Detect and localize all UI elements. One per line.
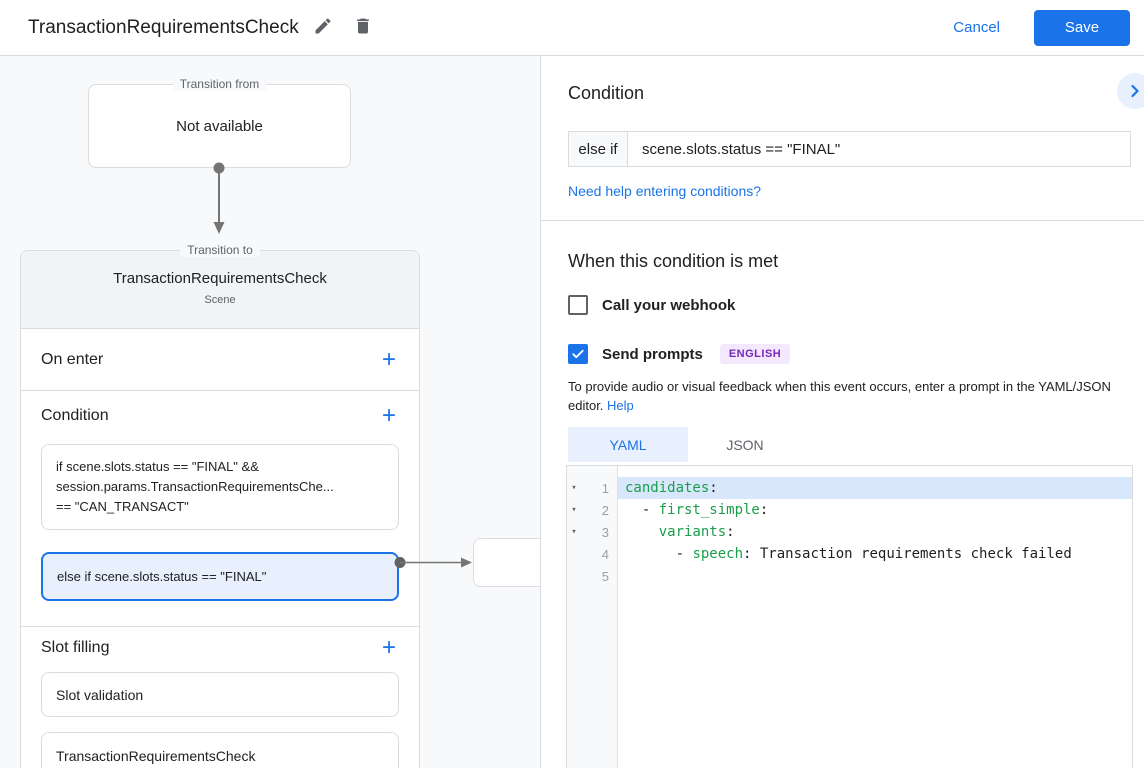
prompt-help-link[interactable]: Help <box>607 398 634 413</box>
editor-code-area[interactable]: candidates: - first_simple: variants: - … <box>618 466 1132 768</box>
scene-card-header: TransactionRequirementsCheck Scene <box>21 251 419 329</box>
line-number: 2 <box>601 502 609 518</box>
condition-prefix: else if <box>568 131 628 167</box>
webhook-label: Call your webhook <box>602 296 736 314</box>
page-title: TransactionRequirementsCheck <box>28 16 299 38</box>
condition-item-2-selected[interactable]: else if scene.slots.status == "FINAL" <box>41 552 399 601</box>
cancel-button[interactable]: Cancel <box>953 19 1000 36</box>
when-met-title: When this condition is met <box>568 251 779 271</box>
send-prompts-option-row: Send prompts ENGLISH <box>568 344 791 364</box>
language-badge: ENGLISH <box>719 344 791 364</box>
slot-trc-item[interactable]: TransactionRequirementsCheck <box>41 732 399 768</box>
condition-1-line-2: session.params.TransactionRequirementsCh… <box>56 479 334 494</box>
transition-arrow-down <box>213 162 225 234</box>
transition-to-card: Transition to TransactionRequirementsChe… <box>20 243 420 768</box>
condition-section-label: Condition <box>41 407 109 424</box>
transition-from-box: Transition from Not available <box>88 77 351 168</box>
scene-diagram-panel: Transition from Not available Transition… <box>0 56 540 768</box>
section-divider <box>541 220 1144 221</box>
yaml-code-editor[interactable]: ▾ 1 ▾ 2 ▾ 3 4 5 <box>566 465 1133 768</box>
condition-1-line-3: == "CAN_TRANSACT" <box>56 499 189 514</box>
condition-1-line-1: if scene.slots.status == "FINAL" && <box>56 459 259 474</box>
slot-validation-item[interactable]: Slot validation <box>41 672 399 717</box>
condition-2-text: else if scene.slots.status == "FINAL" <box>57 568 267 584</box>
tab-json[interactable]: JSON <box>726 436 764 453</box>
condition-section: Condition + if scene.slots.status == "FI… <box>21 391 419 627</box>
add-condition-button[interactable]: + <box>379 404 399 428</box>
add-on-enter-button[interactable]: + <box>379 347 399 371</box>
code-line-1: candidates: <box>618 477 1132 499</box>
code-line-3: variants: <box>658 524 735 540</box>
transition-from-label: Transition from <box>172 77 267 91</box>
collapse-panel-button[interactable] <box>1117 73 1144 109</box>
fold-arrow-icon[interactable]: ▾ <box>571 505 577 515</box>
webhook-checkbox[interactable] <box>568 295 588 315</box>
editor-format-tabs: YAML JSON <box>568 427 802 462</box>
code-line-2: - first_simple: <box>625 502 769 518</box>
top-toolbar: TransactionRequirementsCheck Cancel Save <box>0 0 1144 56</box>
slot-filling-label: Slot filling <box>41 639 110 656</box>
save-button[interactable]: Save <box>1034 9 1130 46</box>
code-line-4: - speech: Transaction requirements check… <box>625 546 1072 562</box>
slot-trc-label: TransactionRequirementsCheck <box>56 747 256 764</box>
transition-target-box[interactable] <box>473 538 540 587</box>
chevron-right-icon <box>1125 81 1144 101</box>
delete-scene-button[interactable] <box>347 12 379 44</box>
add-slot-button[interactable]: + <box>379 636 399 660</box>
prompt-hint-body: To provide audio or visual feedback when… <box>568 379 1111 413</box>
send-prompts-label: Send prompts <box>602 345 703 363</box>
fold-arrow-icon[interactable]: ▾ <box>571 527 577 537</box>
condition-expression-row: else if <box>568 131 1131 167</box>
condition-transition-arrow <box>394 557 472 568</box>
checkmark-icon <box>571 347 585 361</box>
line-number: 5 <box>601 568 609 584</box>
line-number: 4 <box>601 546 609 562</box>
fold-arrow-icon[interactable]: ▾ <box>571 483 577 493</box>
line-number: 3 <box>601 524 609 540</box>
transition-from-content: Not available <box>176 117 263 135</box>
prompt-hint-text: To provide audio or visual feedback when… <box>568 377 1142 415</box>
condition-expression-input[interactable] <box>628 131 1131 167</box>
transition-to-label: Transition to <box>180 243 260 257</box>
send-prompts-checkbox[interactable] <box>568 344 588 364</box>
edit-title-button[interactable] <box>307 12 339 44</box>
webhook-option-row: Call your webhook <box>568 295 735 315</box>
slot-filling-section: Slot filling + Slot validation Transacti… <box>21 627 419 768</box>
scene-type-label: Scene <box>204 294 236 306</box>
editor-gutter: ▾ 1 ▾ 2 ▾ 3 4 5 <box>567 466 618 768</box>
conditions-help-link[interactable]: Need help entering conditions? <box>568 183 762 199</box>
condition-detail-panel: Condition else if Need help entering con… <box>540 56 1144 768</box>
line-number: 1 <box>601 480 609 496</box>
panel-title: Condition <box>568 83 645 103</box>
condition-item-1[interactable]: if scene.slots.status == "FINAL" && sess… <box>41 444 399 530</box>
slot-validation-label: Slot validation <box>56 686 144 703</box>
scene-name: TransactionRequirementsCheck <box>113 270 327 287</box>
on-enter-row[interactable]: On enter + <box>21 329 419 391</box>
on-enter-label: On enter <box>41 350 104 368</box>
code-line-5 <box>618 565 1132 587</box>
pencil-icon <box>313 16 333 39</box>
trash-icon <box>353 16 373 39</box>
tab-yaml[interactable]: YAML <box>568 427 688 462</box>
